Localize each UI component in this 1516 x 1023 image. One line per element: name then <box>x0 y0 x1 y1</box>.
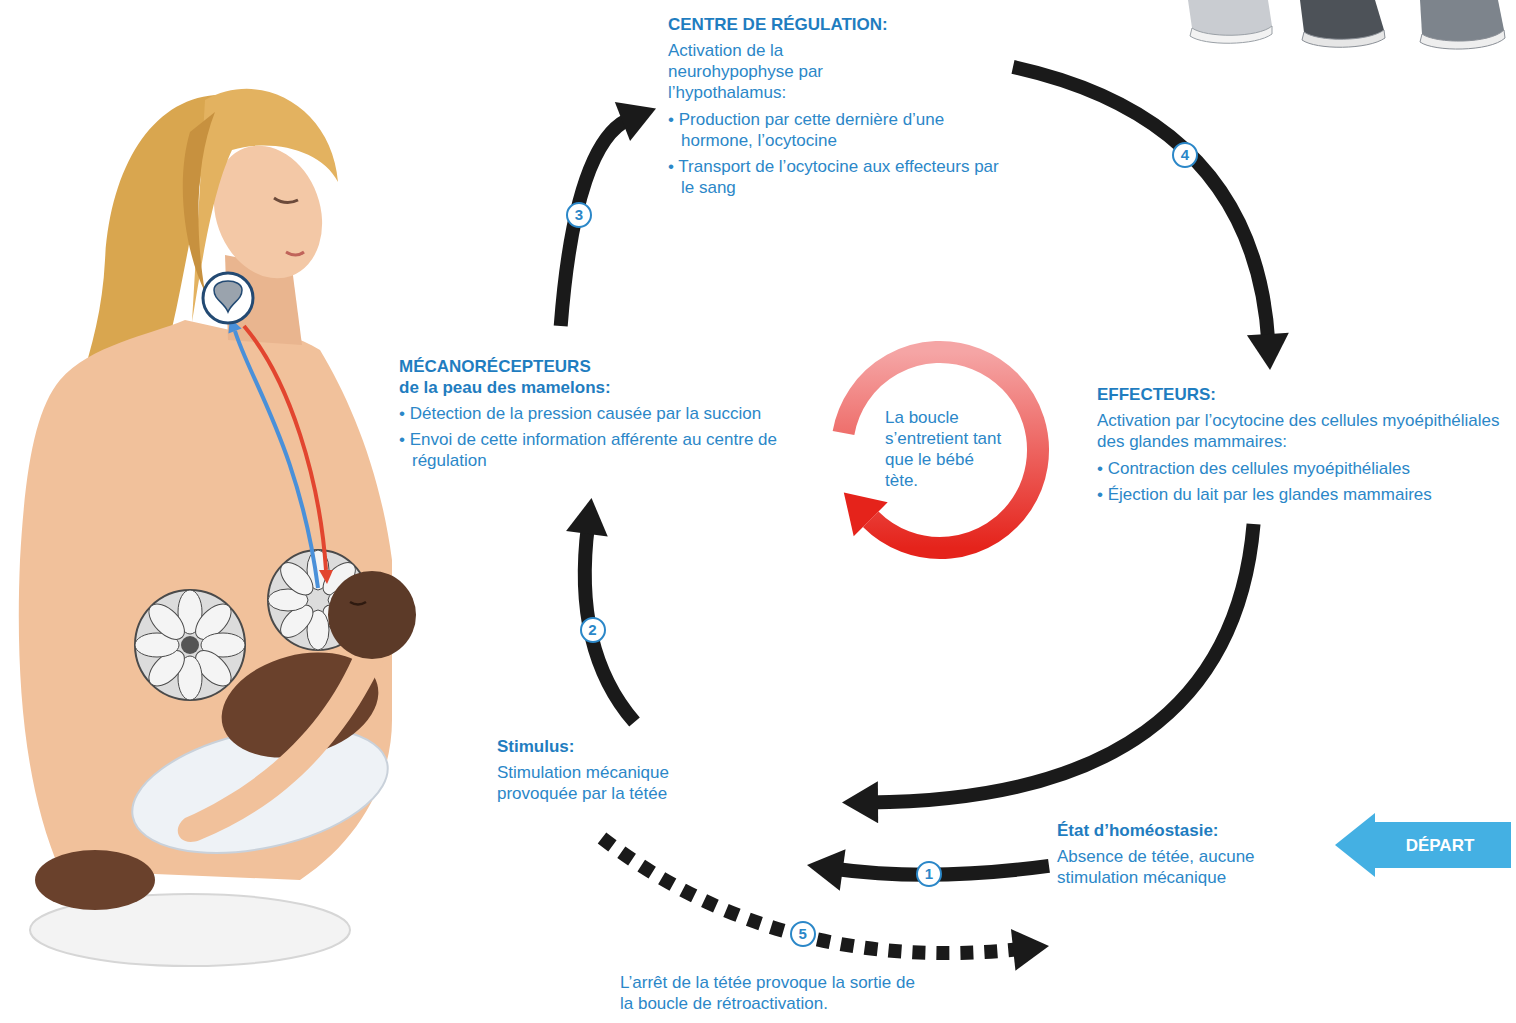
start-arrow: DÉPART <box>1335 813 1511 877</box>
shoe <box>1420 0 1504 43</box>
node-body: Activation par l’ocytocine des cellules … <box>1097 410 1509 452</box>
hair <box>183 112 215 292</box>
arrow-shaft <box>602 838 1022 953</box>
flow-arrow <box>807 849 1049 891</box>
step-badge: 5 <box>790 921 816 947</box>
arrow-head <box>1247 333 1289 370</box>
node-body: Stimulation mécanique provoquée par la t… <box>497 762 697 804</box>
loop-note: La boucle s’entretient tant que le bébé … <box>885 407 1003 491</box>
shoe-sole <box>1420 30 1505 49</box>
arrow-head <box>615 102 656 141</box>
node-heading: EFFECTEURS: <box>1097 384 1509 405</box>
shoe-sole <box>1302 30 1385 47</box>
arrow-shaft <box>1013 67 1268 343</box>
cradling-arm <box>178 640 392 842</box>
text-block: EFFECTEURS: Activation par l’ocytocine de… <box>1097 384 1509 510</box>
callout-number: 3 <box>572 206 586 223</box>
start-label: DÉPART <box>1406 835 1475 856</box>
arrow-head <box>807 849 846 891</box>
shoe <box>1188 0 1272 37</box>
arrow-head <box>842 781 878 823</box>
flow-arrow <box>566 498 634 722</box>
baby-legs <box>35 850 155 910</box>
arrow-shaft <box>869 524 1254 802</box>
arrow-shaft <box>561 118 631 326</box>
step-badge: 4 <box>1172 142 1198 168</box>
bullet-item: • Éjection du lait par les glandes mamma… <box>1097 484 1440 505</box>
sneakers <box>1188 0 1505 49</box>
text-block: État d’homéostasie: Absence de tétée, auc… <box>1057 820 1322 894</box>
mammary-gland <box>135 590 245 700</box>
flow-arrow <box>842 524 1254 823</box>
exit-note: L’arrêt de la tétée provoque la sortie d… <box>620 972 920 1014</box>
bullet-item: • Détection de la pression causée par la… <box>399 403 784 424</box>
baby-head <box>328 571 416 659</box>
bullet-item: • Production par cette dernière d’une ho… <box>668 109 1003 151</box>
loop-ring <box>844 352 1039 548</box>
bullet-item: • Transport de l’ocytocine aux effecteur… <box>668 156 1003 198</box>
hair <box>192 89 338 322</box>
loop-note-box: La boucle s’entretient tant que le bébé … <box>885 407 1003 491</box>
node-body: Activation de la neurohypophyse par l’hy… <box>668 40 843 103</box>
gland-lobe <box>275 557 319 601</box>
text-block: MÉCANORÉCEPTEURS de la peau des mamelons… <box>399 356 784 476</box>
bullet-item: • Envoi de cette information afférente a… <box>399 429 784 471</box>
arrow-head <box>319 570 333 584</box>
callout-number: 1 <box>922 865 936 882</box>
mother-figure <box>19 89 416 966</box>
loop-symbol <box>844 352 1039 548</box>
arrow-shaft <box>585 525 635 722</box>
start-arrow-fill <box>1335 813 1511 877</box>
callout-number: 2 <box>585 621 599 638</box>
shoe-sole <box>1190 26 1272 43</box>
text-block: Stimulus: Stimulation mécanique provoquée… <box>497 736 747 810</box>
hormone-arrow <box>244 326 326 570</box>
closed-eye <box>274 198 298 203</box>
mouth <box>286 252 304 255</box>
gland-lobe <box>143 598 191 646</box>
shoe <box>1300 0 1384 41</box>
node-heading: MÉCANORÉCEPTEURS de la peau des mamelons… <box>399 356 615 398</box>
callout-number: 5 <box>796 925 810 942</box>
node-heading: État d’homéostasie: <box>1057 820 1322 841</box>
hormone-pathway <box>203 273 333 588</box>
baby-eye <box>350 602 366 605</box>
flow-arrow <box>561 102 656 326</box>
bullet-item: • Contraction des cellules myoépithélial… <box>1097 458 1440 479</box>
arrow-head <box>566 498 608 536</box>
callout-number: 4 <box>1178 146 1192 163</box>
flow-arrow <box>1013 67 1289 370</box>
node-heading: Stimulus: <box>497 736 747 757</box>
arrow-head <box>1011 929 1049 971</box>
nipple <box>181 636 199 654</box>
text-block: CENTRE DE RÉGULATION: Activation de la ne… <box>668 14 1003 203</box>
pituitary-icon <box>203 273 253 323</box>
node-body: Absence de tétée, aucune stimulation méc… <box>1057 846 1272 888</box>
node-heading: CENTRE DE RÉGULATION: <box>668 14 1003 35</box>
dashed-flow-arrow <box>602 838 1049 971</box>
exit-note-box: L’arrêt de la tétée provoque la sortie d… <box>620 972 920 1014</box>
step-badge: 3 <box>566 202 592 228</box>
loop-arrow-head <box>844 492 888 536</box>
pituitary-gland <box>214 281 242 312</box>
step-badge: 2 <box>580 617 606 643</box>
gland-outline <box>135 590 245 700</box>
step-badge: 1 <box>916 861 942 887</box>
